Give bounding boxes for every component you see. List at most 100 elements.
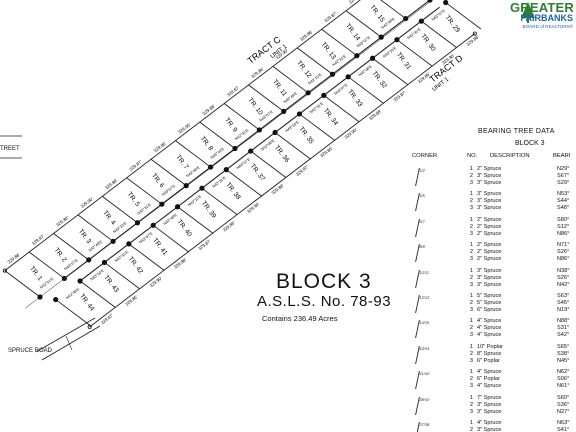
upper-lot-label: TR. 12 bbox=[295, 60, 313, 80]
monument-marker bbox=[159, 201, 165, 207]
bearing-no: 2 bbox=[469, 274, 473, 281]
monument-marker bbox=[403, 15, 409, 22]
bearing-description: 3" Spruce bbox=[477, 401, 502, 408]
lot-dimension: 329.87' bbox=[31, 233, 46, 246]
lot-dimension: 329.86' bbox=[250, 66, 265, 79]
upper-lot-divider bbox=[150, 158, 187, 186]
corner-sketch: 8/9 bbox=[415, 244, 434, 263]
lot-bearing: N43°07'E bbox=[333, 83, 348, 96]
header-description: DESCRIPTION bbox=[490, 153, 530, 159]
monument-marker bbox=[199, 185, 205, 191]
upper-lot-divider bbox=[380, 0, 406, 19]
lot-bearing: N43°07'E bbox=[236, 157, 251, 170]
bearing-description: 5" Spruce bbox=[477, 299, 502, 306]
spruce-road-edge bbox=[41, 325, 101, 361]
monument-marker bbox=[174, 204, 181, 210]
monument-marker bbox=[61, 275, 67, 282]
lot-dimension: 329.87' bbox=[295, 164, 310, 177]
bearing-no: 3 bbox=[469, 357, 473, 364]
spruce-tree-icon bbox=[521, 2, 535, 23]
corner-sketch: 41/42 bbox=[415, 371, 434, 390]
acreage-label: Contains 236.49 Acres bbox=[262, 314, 338, 323]
bearing-no: 1 bbox=[469, 242, 473, 249]
lot-dimension: 329.90' bbox=[344, 127, 359, 140]
header-bearing: BEARI bbox=[553, 153, 571, 159]
upper-lot-label: TR. 13 bbox=[320, 41, 338, 61]
monument-marker bbox=[53, 296, 59, 303]
bearing-description: 3" Spruce bbox=[477, 205, 502, 212]
monument-marker bbox=[223, 167, 229, 173]
bearing-no: 1 bbox=[469, 369, 473, 376]
survey-number: A.S.L.S. No. 78-93 bbox=[257, 293, 392, 310]
bearing-no: 2 bbox=[469, 426, 473, 432]
lot-bearing: N42°31'E bbox=[407, 27, 422, 40]
bearing-no: 3 bbox=[469, 205, 473, 212]
lower-lot-label: TR. 44 bbox=[78, 293, 96, 313]
upper-lot-divider bbox=[272, 66, 309, 94]
bearing-no: 1 bbox=[469, 267, 473, 274]
bearing-description: 4" Spruce bbox=[477, 325, 502, 332]
bearing-value: N62° bbox=[557, 369, 570, 376]
header-no: NO. bbox=[467, 153, 478, 159]
bearing-value: S36° bbox=[557, 401, 570, 408]
bearing-value: S31° bbox=[557, 325, 570, 332]
bearing-value: S26° bbox=[557, 274, 570, 281]
upper-lot-label: TR. 11 bbox=[271, 78, 288, 98]
lot-bearing: N42°48'E bbox=[260, 138, 275, 151]
lot-bearing: N42°31'E bbox=[114, 250, 129, 263]
lot-dimension: 329.86' bbox=[153, 141, 168, 154]
corner-sketch: 12/13 bbox=[415, 294, 434, 313]
spruce-road-edge bbox=[35, 317, 96, 353]
bearing-no: 1 bbox=[469, 166, 473, 172]
monument-marker bbox=[110, 238, 116, 244]
corner-sketch: 37/38 bbox=[415, 421, 434, 432]
bearing-description: 3" Spruce bbox=[477, 191, 502, 198]
bearing-no: 1 bbox=[469, 394, 473, 401]
lower-lot-divider bbox=[201, 187, 238, 215]
bearing-no: 3 bbox=[469, 281, 473, 288]
lot-dimension: 329.86' bbox=[319, 146, 334, 159]
monument-marker bbox=[281, 108, 287, 114]
lot-dimension: 329.88' bbox=[104, 178, 119, 191]
bearing-value: S65° bbox=[557, 343, 570, 350]
upper-lot-divider bbox=[102, 195, 138, 224]
upper-lot-label: TR. 7 bbox=[174, 154, 189, 171]
bearing-value: N86° bbox=[557, 230, 570, 237]
lot-dimension: 329.86' bbox=[222, 220, 237, 233]
upper-lot-divider bbox=[53, 233, 90, 261]
monument-marker bbox=[345, 74, 351, 80]
realtors-logo[interactable]: GREATER FAIRBANKS BOARD of REALTORS® bbox=[510, 0, 576, 40]
lower-lot-label: TR. 33 bbox=[346, 88, 364, 108]
bearing-no: 2 bbox=[469, 299, 473, 306]
lot-dimension: 329.86' bbox=[124, 294, 139, 307]
lower-lot-label: TR. 30 bbox=[419, 33, 437, 53]
lot-bearing: N42°48'E bbox=[65, 287, 80, 300]
bearing-description: 8" Spruce bbox=[477, 350, 502, 357]
bearing-no: 2 bbox=[469, 173, 473, 179]
lot-dimension: 329.87' bbox=[392, 90, 407, 103]
lower-lot-label: TR. 38 bbox=[224, 181, 242, 201]
lot-bearing: N43°10'E bbox=[187, 194, 202, 207]
monument-marker bbox=[77, 278, 83, 284]
lower-lot-divider bbox=[250, 150, 287, 178]
lot-bearing: N42°48'E bbox=[163, 213, 178, 226]
monument-marker bbox=[394, 37, 400, 43]
bearing-description: 4" Spruce bbox=[477, 369, 502, 376]
header-corner: CORNER bbox=[412, 153, 438, 159]
bearing-value: N45° bbox=[557, 357, 570, 364]
bearing-value: N29° bbox=[557, 166, 570, 172]
corner-sketch: 1/2 bbox=[415, 168, 434, 186]
bearing-value: S41° bbox=[557, 426, 570, 432]
monument-marker bbox=[321, 92, 327, 98]
lower-lot-divider bbox=[347, 76, 384, 104]
upper-lot-divider bbox=[4, 270, 41, 298]
bearing-no: 2 bbox=[469, 249, 473, 256]
bearing-description: 3" Spruce bbox=[477, 281, 502, 288]
lower-lot-divider bbox=[128, 243, 165, 271]
bearing-no: 3 bbox=[469, 180, 473, 186]
bearing-value: N71° bbox=[557, 242, 570, 249]
bearing-description: 4" Spruce bbox=[477, 419, 502, 426]
